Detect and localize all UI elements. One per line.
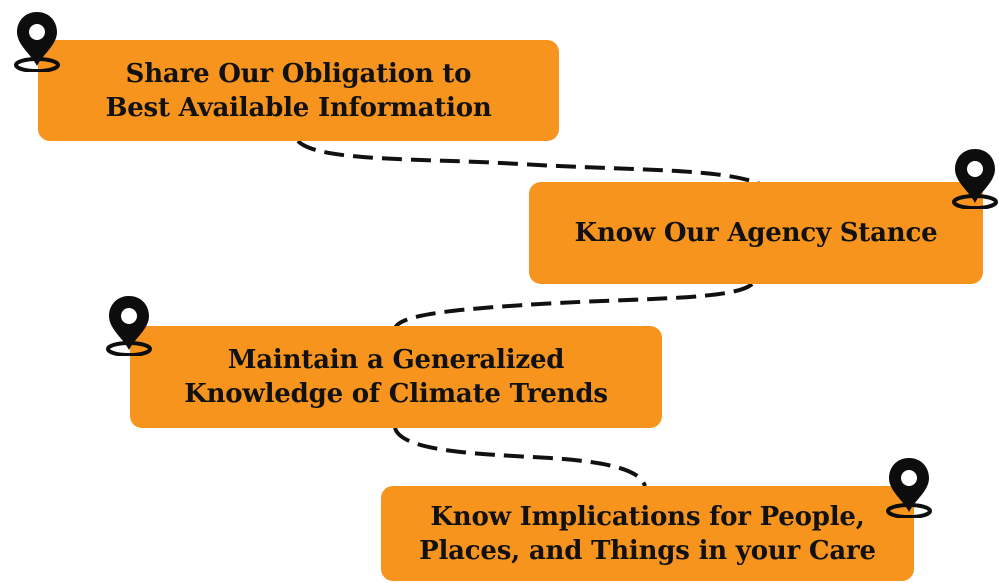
step-label: Maintain a Generalized Knowledge of Clim… bbox=[184, 345, 608, 409]
dashed-connector-3-4 bbox=[393, 427, 647, 487]
step-label: Know Our Agency Stance bbox=[574, 218, 938, 248]
location-pin-icon bbox=[886, 458, 932, 518]
step-box-climate-trends: Maintain a Generalized Knowledge of Clim… bbox=[130, 326, 662, 428]
dashed-connector-1-2 bbox=[296, 139, 761, 186]
step-box-share-obligation: Share Our Obligation to Best Available I… bbox=[38, 40, 559, 141]
dashed-connector-2-3 bbox=[393, 282, 754, 330]
step-label: Share Our Obligation to Best Available I… bbox=[105, 58, 492, 123]
step-label: Know Implications for People, Places, an… bbox=[419, 501, 876, 566]
step-box-implications: Know Implications for People, Places, an… bbox=[381, 486, 914, 581]
step-box-agency-stance: Know Our Agency Stance bbox=[529, 182, 983, 284]
location-pin-icon bbox=[952, 149, 998, 209]
location-pin-icon bbox=[106, 296, 152, 356]
location-pin-icon bbox=[14, 12, 60, 72]
